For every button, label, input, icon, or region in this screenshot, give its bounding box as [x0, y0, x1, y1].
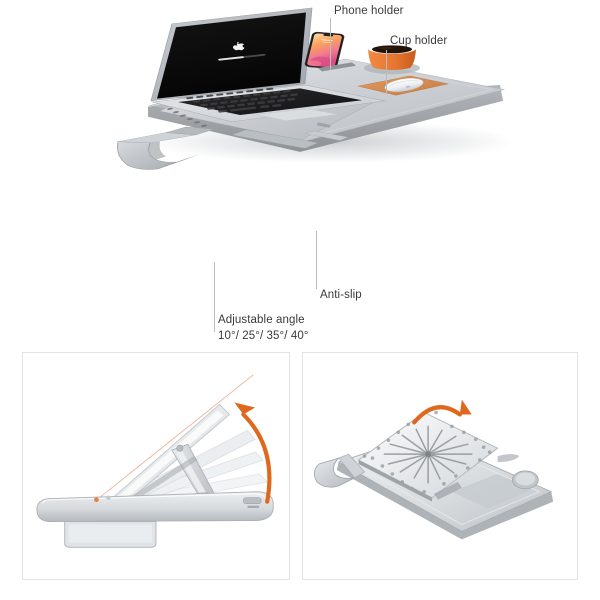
latch-detail	[243, 497, 262, 504]
raised-vent-plate	[357, 410, 499, 502]
smartphone-icon	[304, 31, 345, 69]
knee-hook-bracket-iso	[313, 453, 366, 488]
leader-line-cup-holder	[386, 50, 387, 93]
vented-platform-illustration	[313, 399, 554, 540]
hinge-pin-icon	[94, 497, 99, 503]
handle-slot	[497, 454, 520, 463]
magic-mouse-icon	[384, 78, 424, 92]
panel-angle-adjustment	[22, 352, 290, 580]
base-board	[36, 491, 274, 522]
angle-adjustment-illustration	[36, 374, 274, 548]
adjustable-angle-title: Adjustable angle	[218, 314, 305, 326]
plate-support	[434, 481, 462, 500]
keyboard-keys	[186, 87, 298, 113]
anti-slip-stopper	[231, 129, 319, 149]
apple-logo-icon	[233, 41, 245, 51]
boot-progress-bar	[218, 53, 266, 61]
hook-connector	[164, 126, 215, 136]
curved-arrow-counterclockwise-icon	[234, 402, 272, 504]
panel-vented-platform	[302, 352, 578, 580]
laptop-screen	[157, 12, 306, 99]
perforation-holes	[362, 410, 492, 494]
phone-holder-slot	[318, 62, 356, 72]
leader-line-phone-holder	[330, 18, 331, 70]
curved-arrow-clockwise-icon	[412, 399, 472, 425]
callout-label-adjustable-angle: Adjustable angle 10°/ 25°/ 35°/ 40°	[218, 312, 309, 344]
leader-line-anti-slip	[316, 231, 317, 289]
vent-slots-icon	[167, 107, 207, 127]
angle-guide-line	[94, 374, 254, 502]
callout-label-phone-holder: Phone holder	[334, 5, 404, 17]
radial-vent-pattern-icon	[383, 425, 473, 484]
hero-product-illustration	[117, 7, 515, 170]
coffee-cup-icon	[364, 43, 420, 75]
callout-label-cup-holder: Cup holder	[390, 35, 448, 47]
callout-label-anti-slip: Anti-slip	[320, 289, 362, 301]
leader-line-adjustable-angle	[214, 262, 215, 332]
strut-pivot-icon	[176, 444, 184, 452]
vent-center-hub	[425, 451, 432, 458]
knee-hook-bracket	[117, 132, 200, 170]
adjustable-angle-values: 10°/ 25°/ 35°/ 40°	[218, 330, 309, 342]
macbook-laptop	[150, 7, 387, 123]
laptop-trackpad	[254, 108, 340, 121]
